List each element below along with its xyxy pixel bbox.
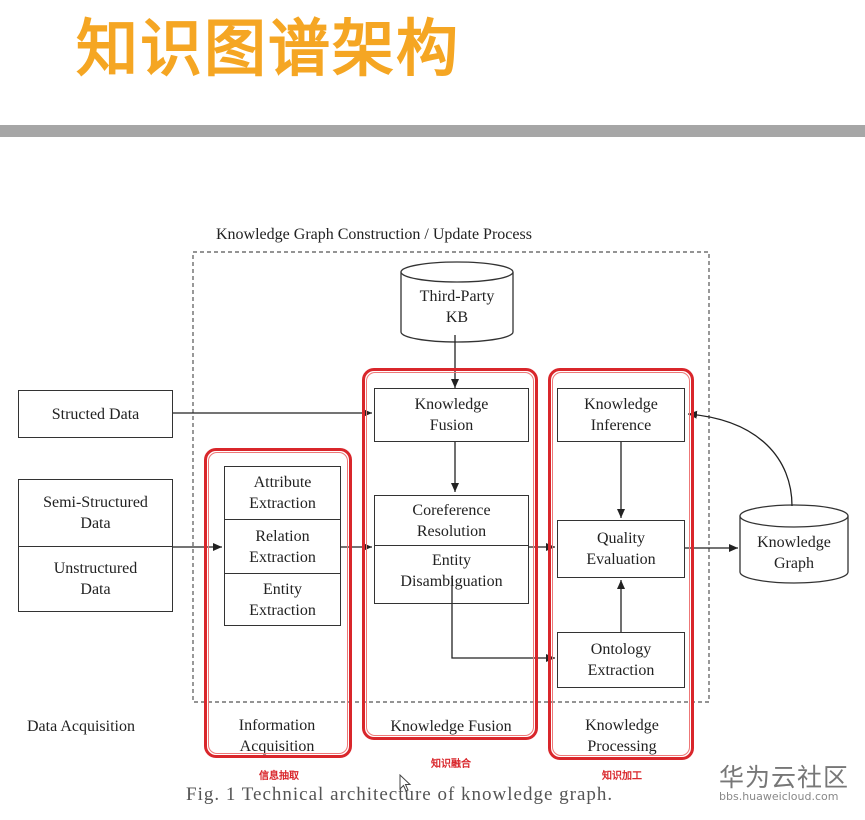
knowledge-graph-cylinder (739, 504, 849, 584)
stage-information-acquisition-label: Information Acquisition (238, 717, 316, 755)
unstructured-data-box: Unstructured Data (18, 546, 173, 612)
attribute-extraction-box: Attribute Extraction (224, 466, 341, 520)
huawei-cloud-watermark: 华为云社区 (719, 763, 850, 792)
knowledge-fusion-highlight-inner (366, 372, 534, 736)
stage-knowledge-processing-label: Knowledge Processing (585, 717, 659, 755)
process-label: Knowledge Graph Construction / Update Pr… (216, 226, 532, 243)
structured-data-box: Structed Data (18, 390, 173, 438)
slide-title: 知识图谱架构 (76, 12, 461, 85)
ontology-extraction-label: Ontology Extraction (587, 641, 655, 679)
semi-structured-data-label: Semi-Structured Data (43, 494, 148, 532)
semi-structured-data-box: Semi-Structured Data (18, 479, 173, 547)
knowledge-graph: Knowledge Graph (740, 530, 848, 576)
third-party-kb-label: Third-Party KB (419, 288, 495, 326)
knowledge-fusion-box: Knowledge Fusion (374, 388, 529, 442)
structured-data-label: Structed Data (51, 405, 140, 423)
attribute-extraction-label: Attribute Extraction (249, 474, 316, 512)
third-party-kb-cylinder (400, 261, 514, 343)
relation-extraction-label: Relation Extraction (249, 527, 316, 566)
third-party-kb: Third-Party KB (401, 284, 513, 330)
note-information-extraction: 信息抽取 (259, 771, 299, 782)
huawei-cloud-url: bbs.huaweicloud.com (719, 790, 839, 803)
figure-caption: Fig. 1 Technical architecture of knowled… (186, 784, 614, 805)
knowledge-fusion-highlight (362, 368, 538, 740)
title-divider-bar (0, 125, 865, 137)
ontology-extraction-box: Ontology Extraction (557, 632, 685, 688)
information-acquisition-highlight (204, 448, 352, 758)
relation-extraction-box: Relation Extraction (224, 519, 341, 574)
information-acquisition-highlight-inner (208, 452, 348, 754)
entity-extraction-box: Entity Extraction (224, 573, 341, 626)
knowledge-processing-highlight (548, 368, 694, 760)
quality-evaluation-box: Quality Evaluation (557, 520, 685, 578)
mouse-cursor-icon (399, 774, 412, 792)
note-knowledge-processing: 知识加工 (602, 771, 642, 782)
coreference-resolution-label: Coreference Resolution (412, 501, 491, 540)
stage-information-acquisition: Information Acquisition (239, 715, 315, 757)
knowledge-graph-label: Knowledge Graph (757, 534, 831, 572)
entity-disambiguation-label: Entity Disambiguation (400, 552, 503, 590)
knowledge-inference-label: Knowledge Inference (584, 396, 658, 434)
stage-knowledge-fusion: Knowledge Fusion (390, 718, 512, 735)
knowledge-processing-highlight-inner (552, 372, 690, 756)
unstructured-data-label: Unstructured Data (53, 560, 138, 598)
stage-knowledge-processing: Knowledge Processing (585, 715, 659, 757)
entity-extraction-label: Entity Extraction (249, 580, 316, 619)
entity-disambiguation-box: Entity Disambiguation (374, 545, 529, 590)
stage-data-acquisition: Data Acquisition (27, 718, 135, 735)
entity-disambiguation-box-bottom (374, 545, 529, 604)
knowledge-inference-box: Knowledge Inference (557, 388, 685, 442)
coreference-resolution-box: Coreference Resolution (374, 495, 529, 546)
quality-evaluation-label: Quality Evaluation (586, 530, 656, 568)
knowledge-fusion-label: Knowledge Fusion (414, 396, 489, 434)
note-knowledge-fusion: 知识融合 (431, 759, 471, 770)
